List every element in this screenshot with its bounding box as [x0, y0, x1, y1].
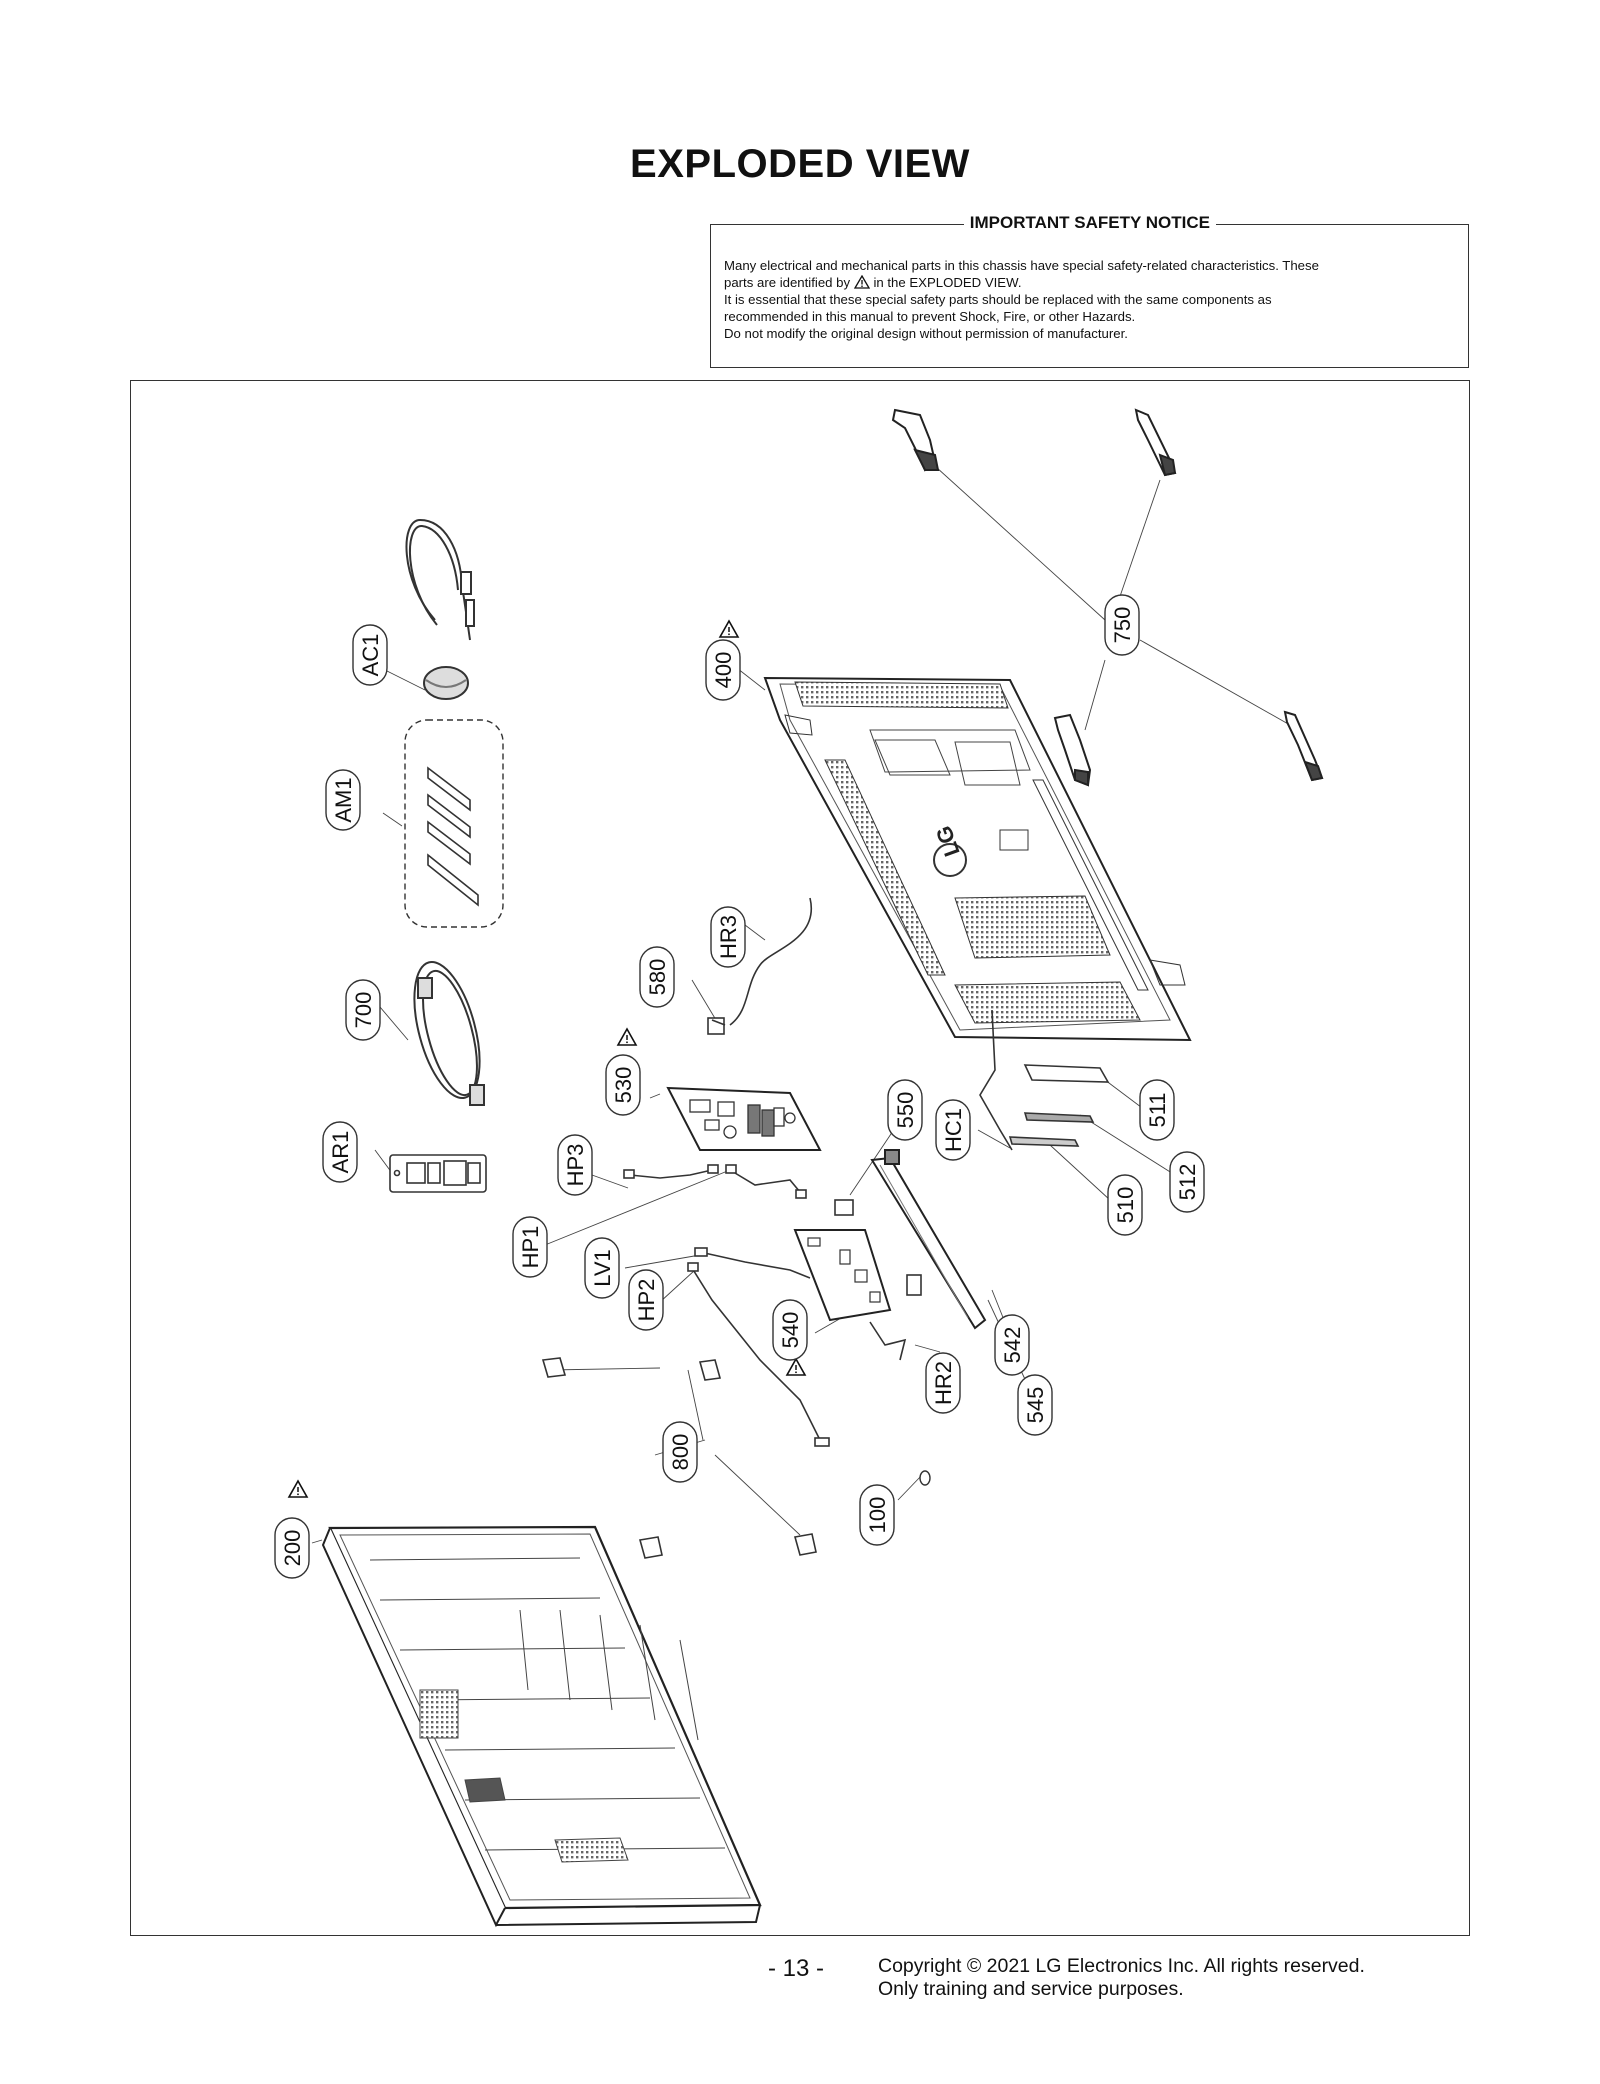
notice-line-1: Many electrical and mechanical parts in …: [724, 258, 1319, 273]
label-580: 580: [645, 959, 670, 996]
brackets-800: [541, 1357, 817, 1559]
power-cord-700: [413, 960, 485, 1106]
label-ac1: AC1: [358, 634, 383, 677]
am1-bracket-set: [404, 719, 504, 928]
label-hr3: HR3: [716, 915, 741, 959]
cable-lv1: [694, 1247, 811, 1279]
label-hp1: HP1: [518, 1226, 543, 1269]
part-550: [834, 1199, 854, 1216]
warning-triangle-400: [719, 620, 739, 638]
cable-hc1: [979, 1009, 1013, 1151]
label-400: 400: [711, 652, 736, 689]
back-cover-400: LG: [763, 676, 1192, 1042]
label-542: 542: [1000, 1327, 1025, 1364]
diagram-frame: [130, 380, 1470, 1936]
label-750: 750: [1110, 607, 1135, 644]
page-number: - 13 -: [768, 1955, 825, 1982]
bracket-542: [870, 1149, 987, 1330]
main-board-540: [793, 1229, 892, 1322]
label-700: 700: [351, 992, 376, 1029]
label-am1: AM1: [331, 777, 356, 822]
label-ar1: AR1: [328, 1131, 353, 1174]
label-550: 550: [893, 1092, 918, 1129]
safety-notice-body: Many electrical and mechanical parts in …: [724, 257, 1455, 342]
part-labels: AC1 AM1 700 AR1 400 750 HR3 580 530 HP3 …: [274, 594, 1205, 1579]
safety-notice-heading: IMPORTANT SAFETY NOTICE: [963, 213, 1216, 232]
label-lv1: LV1: [590, 1249, 615, 1287]
ac1-adapter-cable: [405, 518, 475, 700]
cable-hr3: [707, 897, 813, 1035]
copyright-line-1: Copyright © 2021 LG Electronics Inc. All…: [878, 1955, 1365, 1977]
warning-triangle-530: [617, 1028, 637, 1046]
part-100: [919, 1470, 931, 1486]
display-module-200: [321, 1525, 762, 1928]
boards-511-512-510: [1008, 1064, 1110, 1147]
label-100: 100: [865, 1497, 890, 1534]
label-hp3: HP3: [563, 1144, 588, 1187]
part-545: [906, 1274, 922, 1296]
warning-triangle-200: [288, 1480, 308, 1498]
handles-750: [891, 408, 1324, 787]
label-800: 800: [668, 1434, 693, 1471]
power-board-530: [666, 1086, 822, 1151]
label-530: 530: [611, 1067, 636, 1104]
cable-hp2: [687, 1262, 830, 1447]
cable-hr2: [869, 1321, 907, 1361]
label-511: 511: [1145, 1092, 1170, 1127]
label-hr2: HR2: [931, 1361, 956, 1405]
label-512: 512: [1175, 1164, 1200, 1201]
cable-hp3: [623, 1164, 719, 1179]
label-hp2: HP2: [634, 1279, 659, 1322]
label-hc1: HC1: [941, 1108, 966, 1152]
label-545: 545: [1023, 1387, 1048, 1424]
copyright: Copyright © 2021 LG Electronics Inc. All…: [878, 1955, 1365, 2001]
label-510: 510: [1113, 1187, 1138, 1224]
notice-line-2b: in the EXPLODED VIEW.: [873, 275, 1022, 290]
warning-triangle-icon: [853, 275, 870, 289]
copyright-line-2: Only training and service purposes.: [878, 1978, 1184, 2000]
label-540: 540: [778, 1312, 803, 1349]
cable-hp1: [725, 1164, 807, 1199]
remote-ar1: [389, 1154, 487, 1193]
notice-line-3: It is essential that these special safet…: [724, 292, 1272, 307]
notice-line-2a: parts are identified by: [724, 275, 851, 290]
warning-triangle-540: [786, 1358, 806, 1376]
notice-line-5: Do not modify the original design withou…: [724, 326, 1128, 341]
notice-line-4: recommended in this manual to prevent Sh…: [724, 309, 1136, 324]
page-title: EXPLODED VIEW: [630, 142, 970, 186]
label-200: 200: [280, 1530, 305, 1567]
safety-notice-box: IMPORTANT SAFETY NOTICE Many electrical …: [710, 213, 1469, 368]
